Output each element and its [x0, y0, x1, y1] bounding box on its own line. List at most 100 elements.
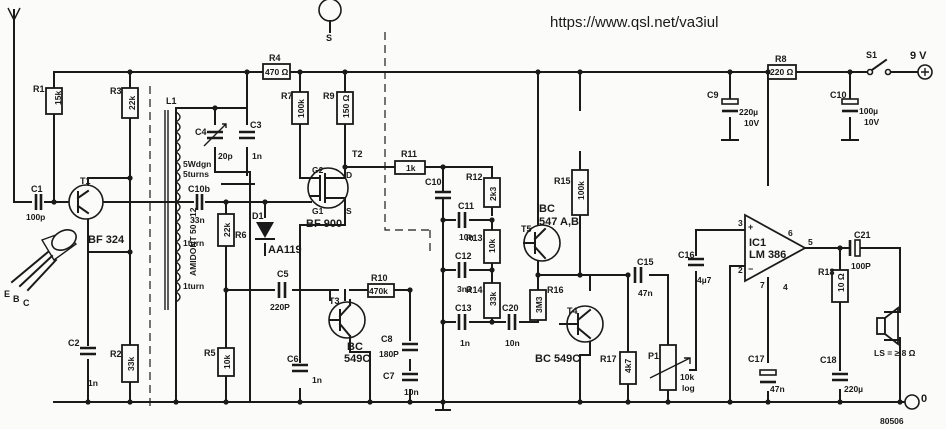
- svg-text:100k: 100k: [576, 181, 586, 200]
- supply-terminal: 9 V: [910, 50, 933, 80]
- svg-text:1turn: 1turn: [183, 238, 204, 248]
- svg-text:470 Ω: 470 Ω: [265, 67, 289, 77]
- capacitor-c10: C10 100µ 10V: [830, 90, 879, 127]
- capacitor-c7: C7 10n: [383, 371, 419, 397]
- resistor-r8: 220 Ω R8: [767, 54, 797, 80]
- svg-text:R17: R17: [600, 354, 617, 364]
- resistor-r16: 3M3 R16: [529, 285, 564, 321]
- svg-text:BC: BC: [347, 341, 363, 353]
- svg-text:10 Ω: 10 Ω: [836, 273, 846, 292]
- svg-text:2: 2: [738, 265, 743, 275]
- capacitor-c13: C13 1n: [455, 303, 472, 348]
- resistor-r18: 10 Ω R18: [818, 267, 849, 303]
- svg-text:R6: R6: [235, 230, 247, 240]
- capacitor-c8: C8 180P: [379, 334, 418, 359]
- svg-text:C13: C13: [455, 303, 472, 313]
- transistor-t1: T1 BF 324: [68, 176, 125, 246]
- svg-text:T4: T4: [567, 306, 578, 316]
- svg-text:5Wdgn: 5Wdgn: [183, 159, 211, 169]
- svg-text:LS = ≥ 8 Ω: LS = ≥ 8 Ω: [874, 348, 916, 358]
- svg-text:10k: 10k: [680, 372, 694, 382]
- svg-text:R15: R15: [554, 176, 571, 186]
- svg-text:−: −: [748, 264, 753, 274]
- resistor-r10: 470k R10: [367, 273, 395, 298]
- svg-text:C17: C17: [748, 354, 765, 364]
- switch-s1: S1: [866, 50, 892, 76]
- resistor-r1: 15k R1: [33, 84, 63, 115]
- t1-package-icon: E B C: [4, 229, 78, 308]
- svg-text:T2: T2: [352, 149, 363, 159]
- svg-text:10V: 10V: [744, 118, 759, 128]
- capacitor-c11: C11 10n: [457, 201, 474, 242]
- resistor-r6: 22k R6: [217, 213, 247, 247]
- transistor-t4: T4 BC 549C: [535, 305, 604, 365]
- svg-text:R4: R4: [269, 53, 281, 63]
- source-url[interactable]: https://www.qsl.net/va3iul: [550, 14, 718, 31]
- svg-text:C16: C16: [678, 250, 695, 260]
- svg-text:C10b: C10b: [188, 184, 211, 194]
- svg-text:7: 7: [760, 280, 765, 290]
- mosfet-t2: T2 BF 900 G2 G1 D S: [306, 149, 363, 230]
- svg-text:log: log: [682, 383, 695, 393]
- svg-text:C8: C8: [381, 334, 393, 344]
- svg-text:5turns: 5turns: [183, 169, 209, 179]
- resistor-r2: 33k R2: [110, 344, 139, 383]
- svg-text:T3: T3: [329, 296, 340, 306]
- svg-text:220µ: 220µ: [844, 384, 863, 394]
- capacitor-c9: C9 220µ 10V: [707, 90, 759, 128]
- capacitor-c12: C12 3n3: [455, 251, 472, 294]
- svg-text:P1: P1: [648, 351, 659, 361]
- resistor-r3: 22k R3: [110, 86, 139, 119]
- svg-text:2k3: 2k3: [488, 187, 498, 201]
- capacitor-c15: C16 4µ7: [678, 250, 712, 285]
- svg-text:LM 386: LM 386: [749, 249, 786, 261]
- svg-text:C7: C7: [383, 371, 395, 381]
- svg-text:10k: 10k: [487, 239, 497, 253]
- svg-text:10k: 10k: [222, 355, 232, 369]
- svg-text:220P: 220P: [270, 302, 290, 312]
- svg-text:D: D: [346, 170, 352, 180]
- svg-text:470k: 470k: [369, 286, 388, 296]
- capacitor-c3: C3 1n: [239, 120, 262, 161]
- svg-text:180P: 180P: [379, 349, 399, 359]
- svg-text:9 V: 9 V: [910, 50, 927, 62]
- transistor-t5: T5 BC 547 A,B: [521, 203, 579, 262]
- svg-text:10n: 10n: [505, 338, 520, 348]
- svg-text:R11: R11: [401, 149, 417, 159]
- svg-text:1n: 1n: [88, 378, 98, 388]
- svg-text:100P: 100P: [851, 261, 871, 271]
- svg-text:C4: C4: [195, 127, 207, 137]
- ground-terminal: 0 80506: [880, 393, 927, 426]
- svg-text:47n: 47n: [770, 384, 785, 394]
- capacitor-c16: C17 47n: [748, 354, 785, 394]
- capacitor-c4-trimmer: C4 20p: [195, 123, 233, 161]
- svg-text:C6: C6: [287, 354, 299, 364]
- svg-text:22k: 22k: [222, 223, 232, 237]
- resistor-r12: 2k3 R12: [466, 172, 501, 208]
- capacitor-c18: C21 100P: [848, 230, 871, 271]
- capacitor-c20: C20 10n: [502, 303, 520, 348]
- svg-text:R8: R8: [775, 54, 787, 64]
- opamp-ic1: IC1 LM 386 + − 3 2 6 4 7 5: [738, 213, 813, 292]
- svg-text:33k: 33k: [126, 357, 136, 371]
- svg-text:R12: R12: [466, 172, 483, 182]
- svg-text:R2: R2: [110, 349, 122, 359]
- svg-text:10V: 10V: [864, 117, 879, 127]
- svg-text:G2: G2: [312, 165, 324, 175]
- svg-text:33k: 33k: [488, 292, 498, 306]
- svg-text:C15: C15: [637, 257, 654, 267]
- svg-text:4k7: 4k7: [623, 359, 633, 373]
- resistor-r13: 10k R13: [466, 229, 501, 264]
- svg-text:C: C: [23, 298, 30, 308]
- svg-text:L1: L1: [166, 96, 177, 106]
- coil-l1: L1 AMIDONT 50 - 12 5Wdgn 5turns 1turn 1t…: [164, 96, 211, 310]
- svg-text:R3: R3: [110, 86, 122, 96]
- potentiometer-p1: P1 10k log: [648, 344, 695, 393]
- svg-text:AA119: AA119: [268, 244, 302, 256]
- svg-text:S1: S1: [866, 50, 877, 60]
- svg-text:BF 900: BF 900: [306, 218, 342, 230]
- svg-text:R5: R5: [204, 348, 216, 358]
- resistor-r9: 150 Ω R9: [323, 91, 354, 125]
